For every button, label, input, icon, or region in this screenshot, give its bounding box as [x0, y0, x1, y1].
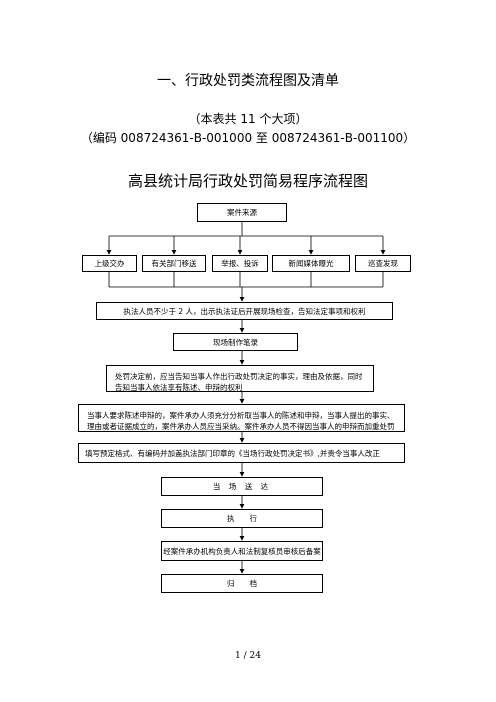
notify-box: 处罚决定前，应当告知当事人作出行政处罚决定的事实，理由及依据，同时告知当事人依法… [106, 365, 374, 392]
page-number: 1 / 24 [235, 651, 261, 661]
filing-box: 经案件承办机构负责人和法制复核员审核后备案 [161, 541, 323, 561]
channel-box-media: 新闻媒体曝光 [272, 255, 350, 272]
decision-box: 填写预定格式、有编码并加盖执法部门印章的《当场行政处罚决定书》,并责令当事人改正 [78, 443, 405, 463]
channel-box-report: 举报、投诉 [212, 255, 268, 272]
case-source-box: 案件来源 [197, 203, 287, 222]
deliver-box: 当 场 送 达 [161, 477, 323, 496]
execute-box: 执 行 [161, 509, 323, 528]
archive-box: 归 档 [161, 574, 323, 593]
section-heading: 一、行政处罚类流程图及清单 [157, 73, 339, 89]
channel-box-superior: 上级交办 [82, 255, 137, 272]
item-count-note: （本表共 11 个大项） [188, 112, 308, 126]
code-range-note: （编码 008724361-B-001000 至 008724361-B-001… [80, 131, 416, 145]
inspection-box: 执法人员不少于 2 人，出示执法证后开展现场检查，告知法定事项和权利 [96, 302, 393, 320]
statement-box: 当事人要求陈述申辩的，案件承办人须充分分析取当事人的陈述和申辩，当事人提出的事实… [78, 404, 405, 432]
record-box: 现场制作笔录 [173, 333, 298, 351]
channel-box-transfer: 有关部门移送 [142, 255, 206, 272]
flowchart-title: 高县统计局行政处罚简易程序流程图 [127, 172, 368, 190]
channel-box-patrol: 巡查发现 [355, 255, 411, 272]
